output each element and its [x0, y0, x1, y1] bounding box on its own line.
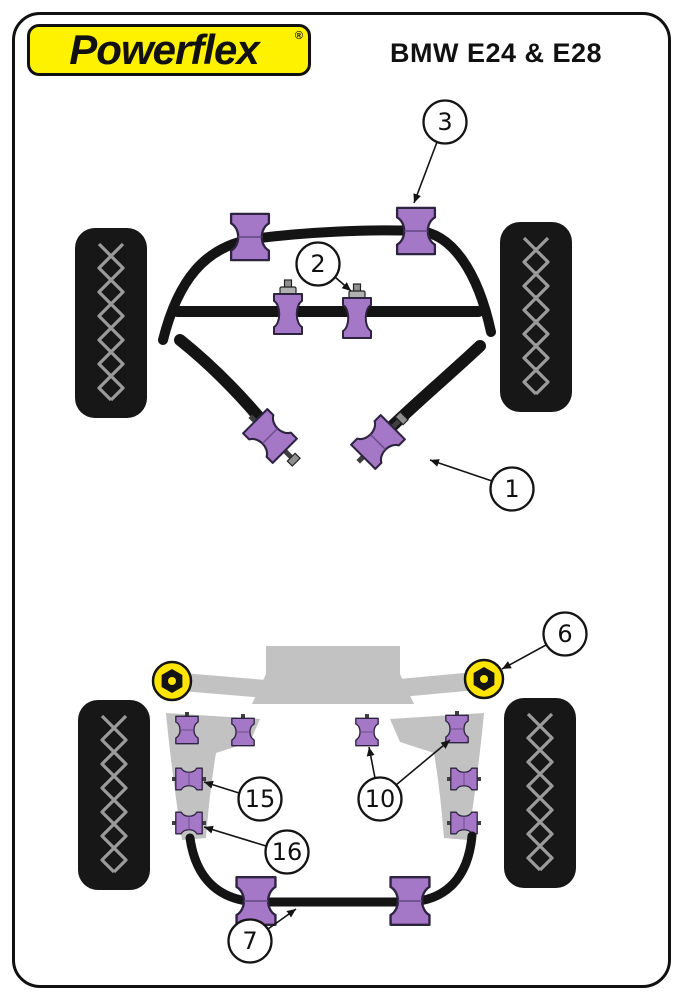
rear-subframe-mount-left [151, 660, 193, 702]
rear-arm-side-bushing-lower-left [172, 811, 206, 835]
callout-6: 6 [501, 611, 588, 670]
callout-2-circle [295, 241, 341, 287]
callout-2-arrow [334, 276, 352, 292]
front-right-tire [498, 220, 574, 414]
callout-16: 16 [203, 825, 310, 875]
callout-16-arrow [203, 825, 267, 847]
front-left-tire [73, 226, 149, 420]
front-lower-arm-left [174, 334, 274, 434]
rear-trailing-arm-right [390, 713, 484, 840]
rear-arm-front-bushing-outer-right [445, 711, 469, 744]
callout-15: 15 [203, 776, 283, 822]
rear-arm-side-bushing-upper-left [172, 767, 206, 791]
front-anti-roll-bar [158, 225, 496, 345]
steering-tie-rod [172, 306, 484, 317]
rear-suspension-diagram: 6 15 10 16 7 [76, 611, 588, 964]
callout-16-label: 16 [272, 838, 303, 866]
front-lower-arm-bushing-right [350, 411, 409, 470]
callout-1-label: 1 [504, 475, 519, 503]
rear-arm-front-bushing-inner-left [231, 714, 255, 747]
callout-3-label: 3 [437, 108, 452, 136]
front-suspension-diagram: 3 2 1 [73, 99, 574, 512]
rear-subframe-arm-right [391, 672, 485, 697]
callout-15-circle [237, 776, 283, 822]
rear-arm-front-bushing-outer-left [175, 712, 199, 745]
page-title: BMW E24 & E28 [390, 38, 603, 68]
rear-arm-front-bushing-inner-right [355, 714, 379, 747]
page-border [12, 12, 671, 988]
callout-7: 7 [227, 908, 297, 964]
powerflex-logo: Powerflex ® [27, 24, 311, 76]
callout-10: 10 [357, 739, 451, 822]
callout-10-label: 10 [365, 785, 396, 813]
callout-3: 3 [413, 99, 468, 204]
rear-right-tire [502, 696, 578, 890]
tie-rod-mount-left [273, 279, 303, 335]
callout-10-circle [357, 776, 403, 822]
rear-left-tire [76, 698, 152, 892]
callout-3-arrow [413, 141, 438, 204]
callout-7-label: 7 [242, 927, 257, 955]
callout-3-circle [422, 99, 468, 145]
callout-15-label: 15 [245, 785, 276, 813]
rear-subframe [252, 646, 414, 704]
rear-anti-roll-bar [185, 831, 477, 907]
callout-1-arrow [429, 459, 493, 482]
rear-arm-side-bushing-lower-right [447, 811, 481, 835]
tie-rod-mount-right [342, 283, 372, 339]
rear-arm-side-bushing-upper-right [447, 767, 481, 791]
front-lower-arm-bushing-left [242, 408, 301, 467]
powerflex-logo-text: Powerflex [69, 26, 259, 73]
rear-subframe-mount-right [463, 658, 505, 700]
callout-6-arrow [501, 644, 547, 670]
callout-16-circle [264, 829, 310, 875]
callout-1: 1 [429, 459, 535, 512]
callout-7-arrow [267, 908, 297, 930]
callout-2: 2 [295, 241, 352, 292]
callout-10-arrow-right [395, 739, 451, 786]
callout-2-label: 2 [310, 250, 325, 278]
callout-7-circle [227, 918, 273, 964]
registered-trademark-icon: ® [294, 30, 303, 42]
rear-subframe-arm-left [173, 673, 275, 698]
callout-10-arrow-left [366, 746, 376, 779]
callout-6-circle [542, 611, 588, 657]
callout-6-label: 6 [557, 620, 572, 648]
callout-1-circle [489, 466, 535, 512]
callout-15-arrow [203, 780, 240, 794]
